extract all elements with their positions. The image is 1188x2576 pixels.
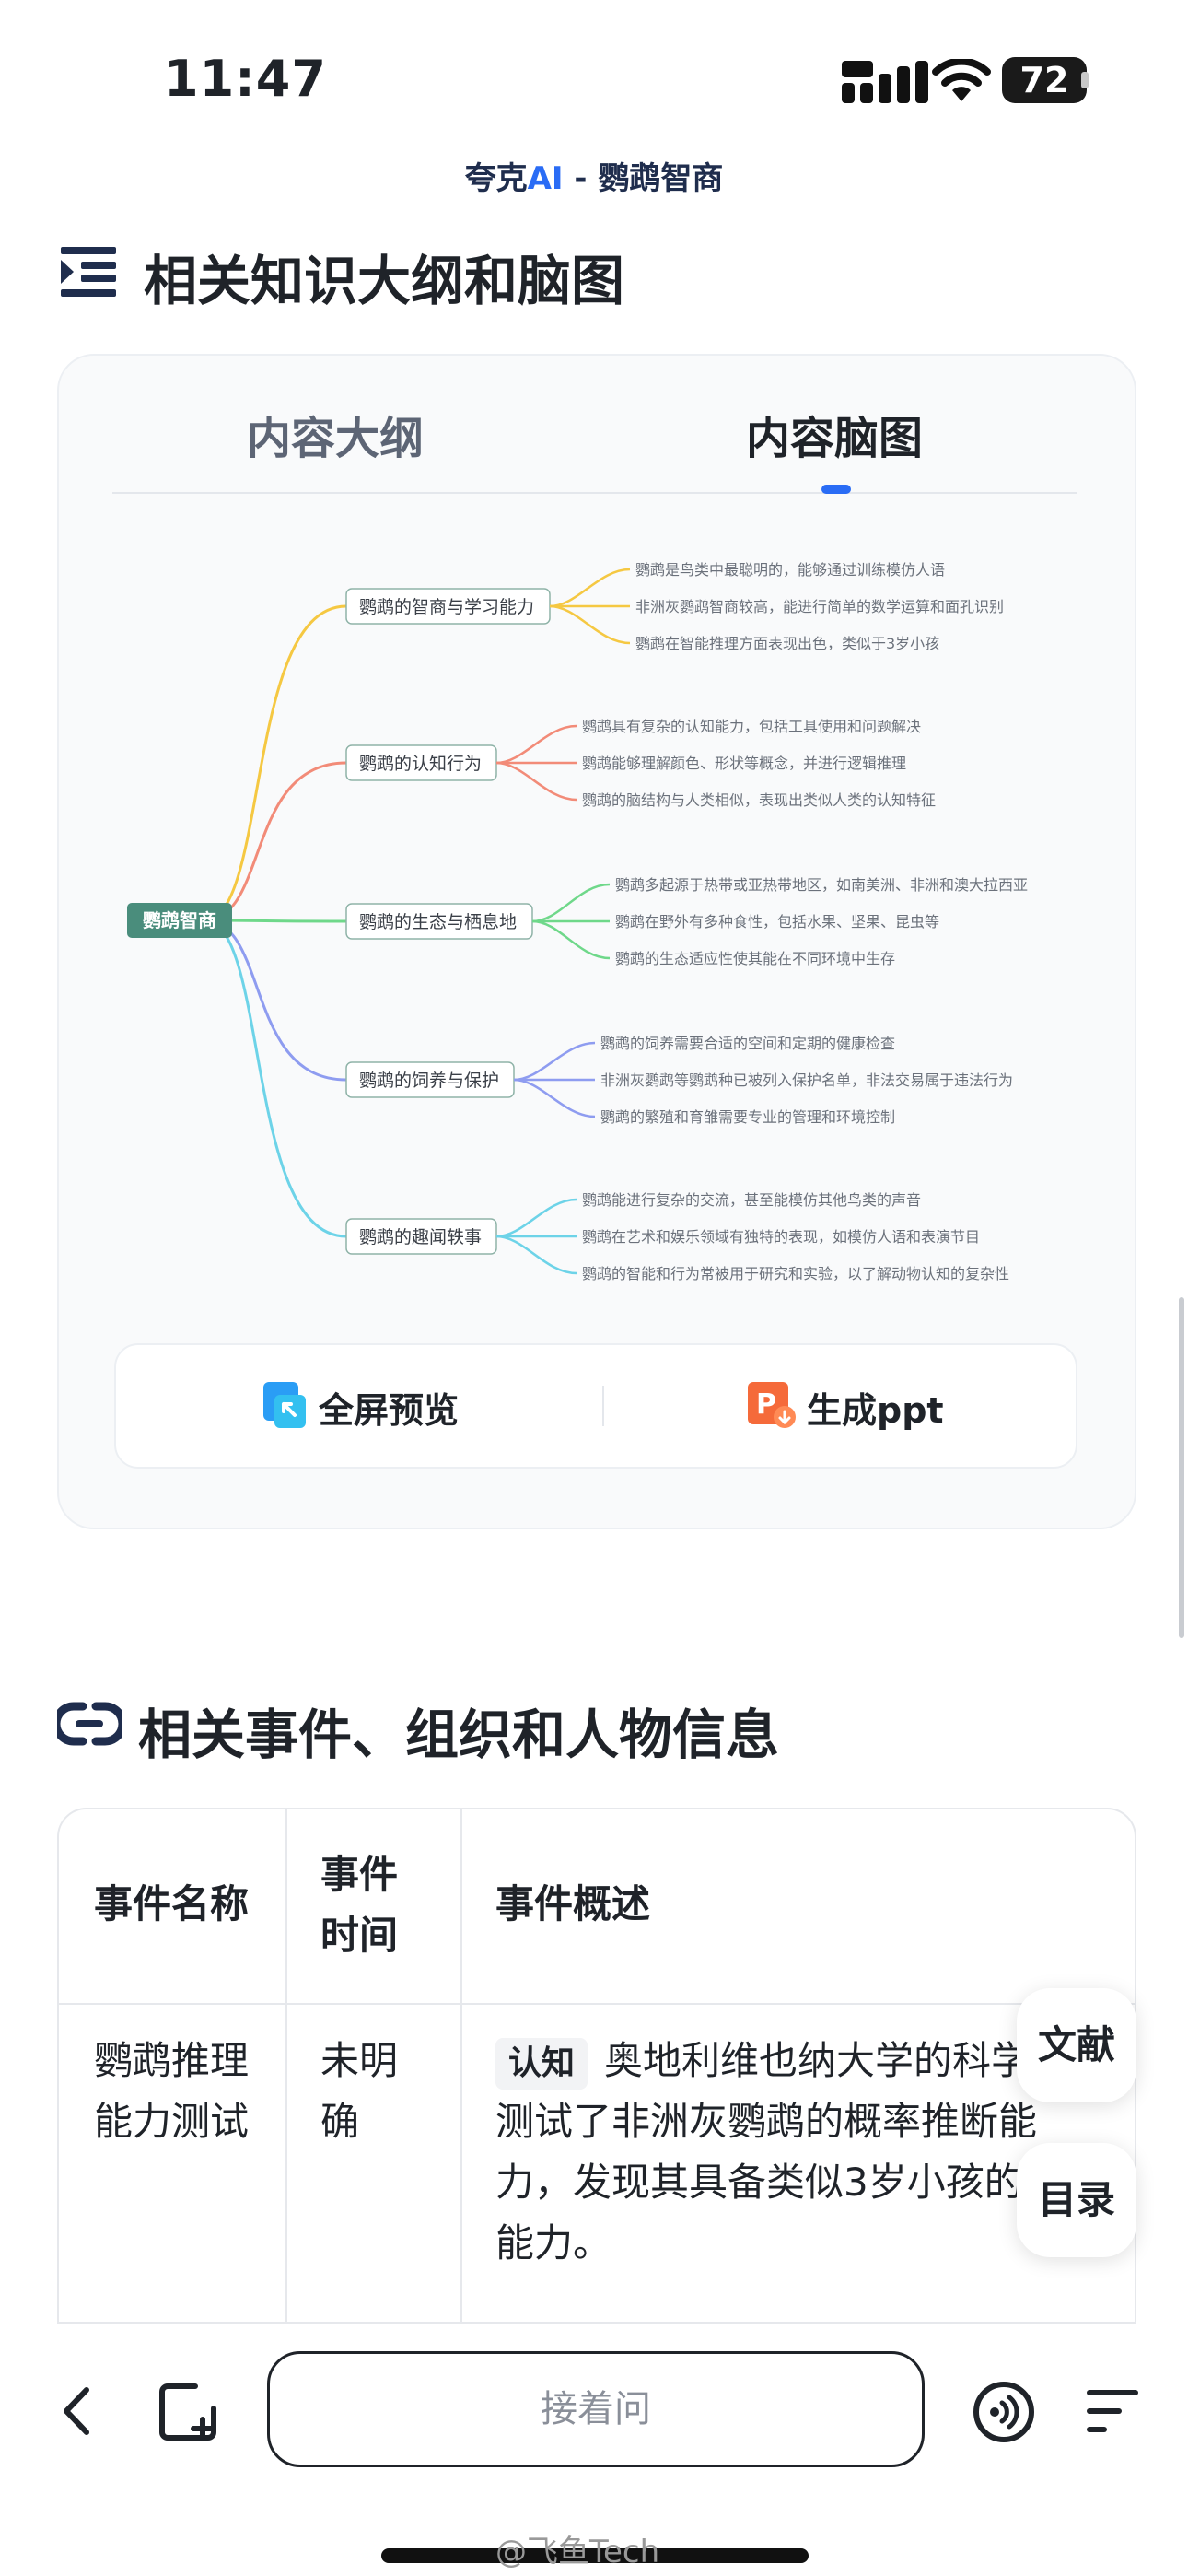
battery-indicator: 72 <box>1002 57 1087 103</box>
mindmap-leaf-label: 非洲灰鹦鹉等鹦鹉种已被列入保护名单，非法交易属于违法行为 <box>600 1071 1013 1089</box>
mindmap-canvas[interactable]: 鹦鹉的智商与学习能力 鹦鹉是鸟类中最聪明的，能够通过训练模仿人语非洲灰鹦鹉智商较高… <box>0 0 1188 1345</box>
table-cell-name: 鹦鹉推理能力测试 <box>94 2038 250 2144</box>
fullscreen-preview-button[interactable]: 全屏预览 <box>319 1390 460 1431</box>
battery-tip <box>1081 72 1089 88</box>
mindmap-leaf-label: 非洲灰鹦鹉智商较高，能进行简单的数学运算和面孔识别 <box>635 598 1004 615</box>
mindmap-connector <box>204 604 347 922</box>
app-title-ai: AI <box>527 160 564 197</box>
table-col-divider <box>460 1809 462 2322</box>
table-header-name: 事件名称 <box>94 1881 250 1926</box>
app-title: 夸克AI - 鹦鹉智商 <box>0 153 1188 198</box>
generate-ppt-button[interactable]: 生成ppt <box>807 1390 944 1431</box>
mindmap-leaf-connector <box>531 883 611 923</box>
link-icon <box>57 1702 122 1746</box>
table-col-divider <box>285 1809 287 2322</box>
mindmap-leaf-connector <box>513 1078 596 1118</box>
back-chevron-icon[interactable] <box>61 2386 92 2436</box>
mindmap-leaf-label: 鹦鹉的脑结构与人类相似，表现出类似人类的认知特征 <box>582 791 936 809</box>
section-title-outline: 相关知识大纲和脑图 <box>144 250 625 312</box>
tab-divider <box>112 492 1077 494</box>
new-chat-icon[interactable] <box>158 2383 217 2441</box>
scrollbar[interactable] <box>1179 1297 1184 1638</box>
mindmap-branch-label: 鹦鹉的趣闻轶事 <box>359 1227 482 1247</box>
mindmap-leaf-label: 鹦鹉能够理解颜色、形状等概念，并进行逻辑推理 <box>582 755 906 772</box>
section-title-events: 相关事件、组织和人物信息 <box>138 1704 780 1766</box>
category-tag[interactable]: 认知 <box>495 2038 588 2090</box>
mindmap-leaf-connector <box>513 1041 596 1082</box>
menu-lines-icon[interactable] <box>1087 2388 1138 2436</box>
mindmap-connector <box>204 919 347 1082</box>
toc-button[interactable]: 目录 <box>1017 2143 1136 2257</box>
mindmap-leaf-connector <box>495 1235 577 1275</box>
cellular-signal-icon <box>842 61 928 103</box>
mindmap-branch-label: 鹦鹉的生态与栖息地 <box>359 912 517 932</box>
events-table: 事件名称 事件时间 事件概述 鹦鹉推理能力测试 未明确 认知奥地利维也纳大学的科… <box>57 1808 1136 2324</box>
references-button[interactable]: 文献 <box>1017 1988 1136 2102</box>
mindmap-leaf-connector <box>495 761 577 802</box>
mindmap-leaf-label: 鹦鹉的繁殖和育雏需要专业的管理和环境控制 <box>600 1108 895 1126</box>
mindmap-leaf-connector <box>495 1198 577 1238</box>
mindmap-leaf-label: 鹦鹉在艺术和娱乐领域有独特的表现，如模仿人语和表演节目 <box>582 1228 980 1246</box>
home-indicator[interactable] <box>381 2548 809 2563</box>
tab-mindmap[interactable]: 内容脑图 <box>746 413 924 464</box>
mindmap-branch-label: 鹦鹉的饲养与保护 <box>359 1071 499 1091</box>
action-separator <box>602 1386 604 1426</box>
mindmap-root-node <box>127 903 232 938</box>
mindmap-leaf-connector <box>495 724 577 765</box>
table-cell-summary: 认知奥地利维也纳大学的科学家测试了非洲灰鹦鹉的概率推断能力，发现其具备类似3岁小… <box>495 2031 1103 2274</box>
status-time: 11:47 <box>164 50 327 108</box>
app-title-suffix: - 鹦鹉智商 <box>563 160 724 197</box>
mindmap-leaf-connector <box>531 919 611 960</box>
mindmap-root-label: 鹦鹉智商 <box>142 909 216 931</box>
ppt-icon: P <box>748 1382 796 1428</box>
outline-list-icon <box>61 247 116 297</box>
voice-icon[interactable] <box>973 2381 1035 2443</box>
wifi-icon <box>932 59 991 101</box>
svg-text:P: P <box>756 1388 776 1421</box>
table-header-time: 事件时间 <box>320 1852 399 1958</box>
table-header-summary: 事件概述 <box>495 1881 651 1926</box>
mindmap-branch-label: 鹦鹉的智商与学习能力 <box>359 597 534 617</box>
mindmap-branch-label: 鹦鹉的认知行为 <box>359 754 482 774</box>
mindmap-leaf-label: 鹦鹉的饲养需要合适的空间和定期的健康检查 <box>600 1035 895 1052</box>
mindmap-leaf-label: 鹦鹉具有复杂的认知能力，包括工具使用和问题解决 <box>582 718 921 735</box>
mindmap-connector <box>204 761 347 922</box>
mindmap-leaf-connector <box>549 604 631 645</box>
tab-outline[interactable]: 内容大纲 <box>247 413 425 464</box>
mindmap-leaf-connector <box>549 568 631 608</box>
mindmap-leaf-label: 鹦鹉在野外有多种食性，包括水果、坚果、昆虫等 <box>615 913 939 931</box>
mindmap-leaf-label: 鹦鹉的生态适应性使其能在不同环境中生存 <box>615 950 895 967</box>
ask-followup-input[interactable]: 接着问 <box>267 2351 925 2467</box>
watermark: @飞鱼Tech <box>495 2534 660 2570</box>
table-cell-time: 未明确 <box>320 2038 399 2144</box>
tab-active-indicator <box>821 485 851 494</box>
table-cell-summary-text: 奥地利维也纳大学的科学家测试了非洲灰鹦鹉的概率推断能力，发现其具备类似3岁小孩的… <box>495 2038 1101 2266</box>
mindmap-leaf-label: 鹦鹉能进行复杂的交流，甚至能模仿其他鸟类的声音 <box>582 1191 921 1209</box>
fullscreen-preview-icon <box>263 1382 306 1428</box>
mindmap-leaf-label: 鹦鹉多起源于热带或亚热带地区，如南美洲、非洲和澳大拉西亚 <box>615 876 1028 894</box>
mindmap-leaf-label: 鹦鹉是鸟类中最聪明的，能够通过训练模仿人语 <box>635 561 945 579</box>
app-title-prefix: 夸克 <box>464 160 528 197</box>
table-row-divider <box>59 2003 1135 2005</box>
mindmap-leaf-label: 鹦鹉在智能推理方面表现出色，类似于3岁小孩 <box>635 635 939 652</box>
mindmap-leaf-label: 鹦鹉的智能和行为常被用于研究和实验，以了解动物认知的复杂性 <box>582 1265 1009 1282</box>
